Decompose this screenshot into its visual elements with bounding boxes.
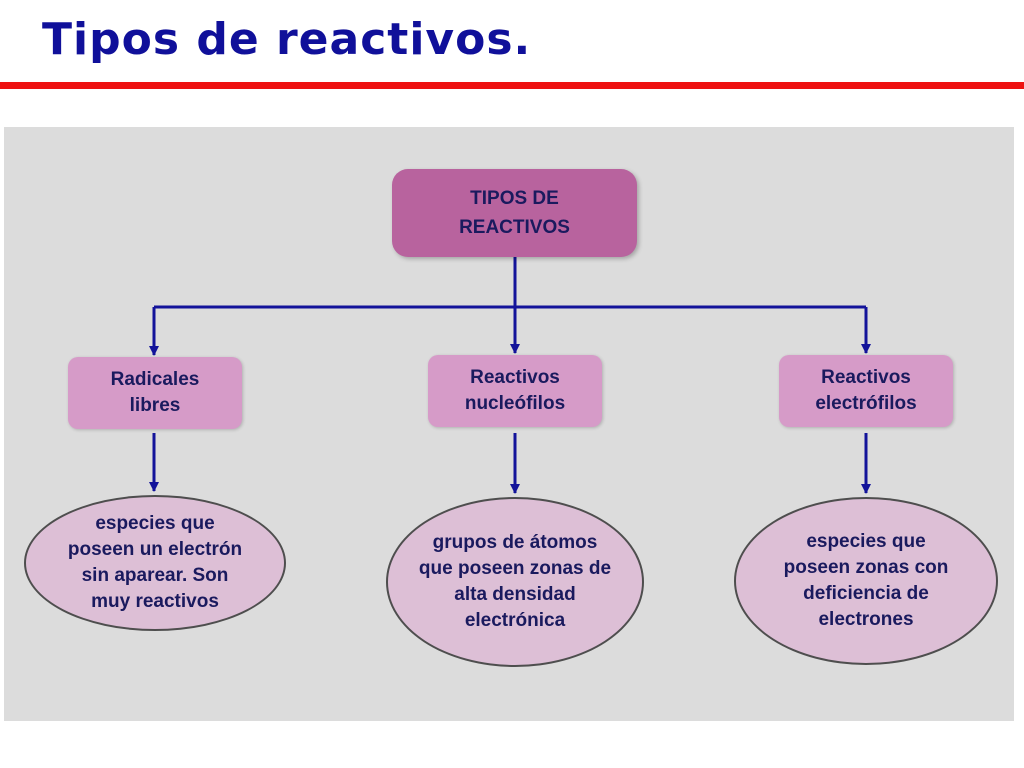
description-reactivos-electrofilos: especies que poseen zonas con deficienci… [734,497,998,665]
type-node-radicales-libres: Radicales libres [68,357,242,429]
description-reactivos-nucleofilos: grupos de átomos que poseen zonas de alt… [386,497,644,667]
slide-title: Tipos de reactivos. [42,14,532,65]
description-line: alta densidad [454,584,576,605]
description-radicales-libres: especies que poseen un electrón sin apar… [24,495,286,631]
description-line: poseen zonas con [783,557,949,578]
type-node-reactivos-electrofilos: Reactivos electrófilos [779,355,953,427]
root-node-line-2: REACTIVOS [459,217,570,238]
root-node: TIPOS DE REACTIVOS [392,169,637,257]
diagram-connectors [149,257,871,494]
title-underline [0,82,1024,89]
type-node-line: Reactivos [470,367,560,388]
description-line: deficiencia de [803,583,929,604]
description-line: especies que [806,531,926,552]
description-line: sin aparear. Son [81,565,229,586]
description-line: grupos de átomos [432,532,598,553]
type-node-line: Reactivos [821,367,911,388]
description-line: poseen un electrón [67,539,243,560]
description-line: muy reactivos [91,591,219,612]
type-node-line: electrófilos [815,393,917,414]
description-line: especies que [95,513,215,534]
type-node-reactivos-nucleofilos: Reactivos nucleófilos [428,355,602,427]
type-node-line: nucleófilos [464,393,566,414]
root-node-line-1: TIPOS DE [470,188,559,209]
type-node-line: libres [129,395,181,416]
description-line: que poseen zonas de [418,558,612,579]
description-line: electrones [818,609,914,630]
type-node-line: Radicales [110,369,200,390]
description-line: electrónica [464,610,566,631]
diagram-panel: TIPOS DE REACTIVOS Radicales libres Reac… [4,127,1014,721]
